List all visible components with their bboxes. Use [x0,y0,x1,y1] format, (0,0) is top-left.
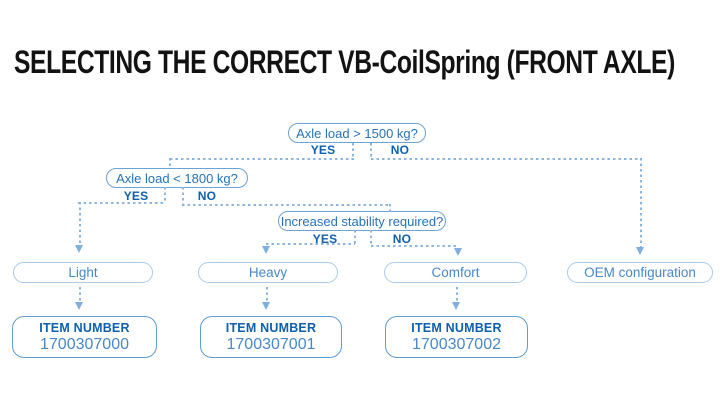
connector-comfort-item [456,287,458,303]
yes-label-axle-load-1500: YES [310,143,336,157]
yes-label-axle-load-1800: YES [123,189,149,203]
arrow-down-icon-heavy [262,246,270,254]
arrow-down-icon-item-light [75,302,83,310]
decision-axle-load-1800-label: Axle load < 1800 kg? [116,170,238,186]
connector-d1-no-stub [370,143,372,159]
connector-d2-yes-horizontal [78,202,166,204]
connector-light-item [79,287,81,303]
connector-d1-no-horizontal [371,158,642,160]
result-light: Light [13,262,153,283]
arrow-down-icon-light [75,245,83,253]
connector-d3-no-horizontal [371,245,459,247]
arrow-down-icon-comfort [454,248,462,256]
connector-d1-no-drop [640,158,642,248]
connector-d1-yes-horizontal [170,158,355,160]
result-heavy-label: Heavy [248,265,288,280]
no-label-stability: NO [392,232,412,246]
connector-d3-no-stub [370,230,372,246]
connector-d2-no-drop [389,204,391,212]
arrow-down-icon-oem [636,247,644,255]
connector-d1-yes-drop [169,158,171,168]
connector-d2-yes-drop [79,202,81,246]
connector-d1-yes-stub [352,143,354,159]
decision-axle-load-1500-label: Axle load > 1500 kg? [296,125,418,141]
connector-d3-yes-horizontal [266,243,355,245]
no-label-axle-load-1800: NO [197,189,217,203]
connector-d2-yes-stub [164,187,166,203]
item-number-box-heavy: ITEM NUMBER 1700307001 [200,316,342,358]
result-oem-configuration-label: OEM configuration [584,265,696,280]
item-number-value: 1700307000 [40,335,129,353]
result-comfort-label: Comfort [431,265,480,280]
item-number-value: 1700307002 [412,335,501,353]
connector-d2-no-horizontal [182,204,390,206]
result-comfort: Comfort [384,262,527,283]
item-number-label: ITEM NUMBER [225,320,317,335]
arrow-down-icon-item-comfort [452,302,460,310]
connector-d2-no-stub [182,187,184,205]
yes-label-stability: YES [312,232,338,246]
connector-heavy-item [266,287,268,303]
item-number-box-light: ITEM NUMBER 1700307000 [12,316,157,358]
decision-axle-load-1800: Axle load < 1800 kg? [106,168,248,188]
item-number-label: ITEM NUMBER [39,320,130,335]
result-light-label: Light [68,265,98,280]
page-title: SELECTING THE CORRECT VB-CoilSpring (FRO… [14,44,675,80]
decision-stability-label: Increased stability required? [280,213,444,229]
decision-axle-load-1500: Axle load > 1500 kg? [288,123,426,143]
decision-stability: Increased stability required? [278,211,446,231]
item-number-label: ITEM NUMBER [411,320,502,335]
item-number-value: 1700307001 [226,335,316,353]
result-heavy: Heavy [198,262,338,283]
no-label-axle-load-1500: NO [390,143,410,157]
arrow-down-icon-item-heavy [262,302,270,310]
result-oem-configuration: OEM configuration [567,262,713,283]
connector-d3-yes-stub [354,230,356,244]
item-number-box-comfort: ITEM NUMBER 1700307002 [385,316,528,358]
